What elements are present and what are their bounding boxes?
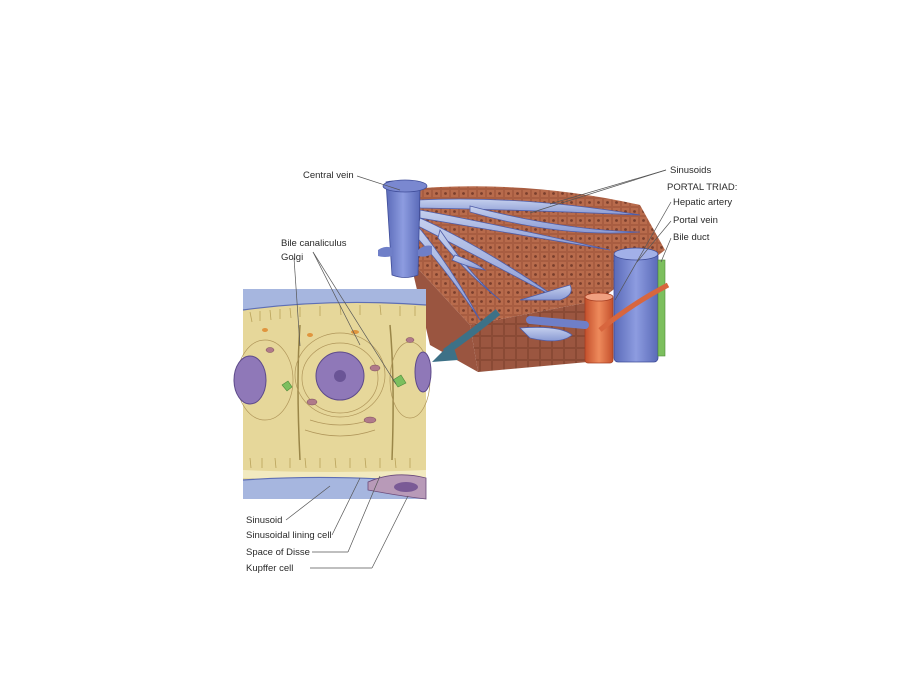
magnified-inset xyxy=(233,251,432,500)
liver-lobule-block xyxy=(378,179,670,372)
portal-triad-vessels xyxy=(526,247,670,364)
label-central-vein: Central vein xyxy=(303,170,354,181)
leader-lines xyxy=(285,169,672,569)
label-sinusoidal-lining-cell: Sinusoidal lining cell xyxy=(246,530,332,541)
label-sinusoid: Sinusoid xyxy=(246,515,283,526)
label-portal-triad: PORTAL TRIAD: xyxy=(667,182,738,193)
sinusoid-channels xyxy=(411,198,641,342)
label-bile-duct: Bile duct xyxy=(673,232,710,243)
golgi-bodies xyxy=(281,374,407,392)
label-kupffer-cell: Kupffer cell xyxy=(246,563,294,574)
hepatocyte-nuclei xyxy=(233,351,432,405)
arrow-head-icon xyxy=(432,342,458,362)
label-bile-canaliculus: Bile canaliculus xyxy=(281,238,347,249)
label-sinusoids: Sinusoids xyxy=(670,165,712,176)
label-space-of-disse: Space of Disse xyxy=(246,547,310,558)
central-vein-vessel xyxy=(378,179,432,278)
label-golgi: Golgi xyxy=(281,252,304,263)
label-portal-vein: Portal vein xyxy=(673,215,718,226)
label-hepatic-artery: Hepatic artery xyxy=(673,197,733,208)
